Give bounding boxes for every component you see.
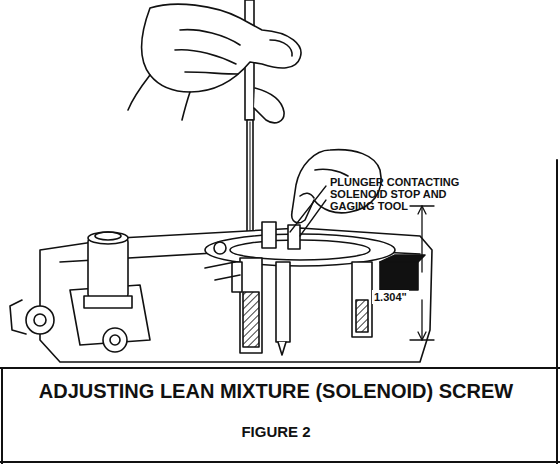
dimension-label: 1.304" [372, 290, 409, 304]
callout-label: PLUNGER CONTACTING SOLENOID STOP AND GAG… [330, 176, 472, 212]
figure-caption: ADJUSTING LEAN MIXTURE (SOLENOID) SCREW [0, 380, 556, 402]
figure-number: FIGURE 2 [0, 424, 556, 441]
